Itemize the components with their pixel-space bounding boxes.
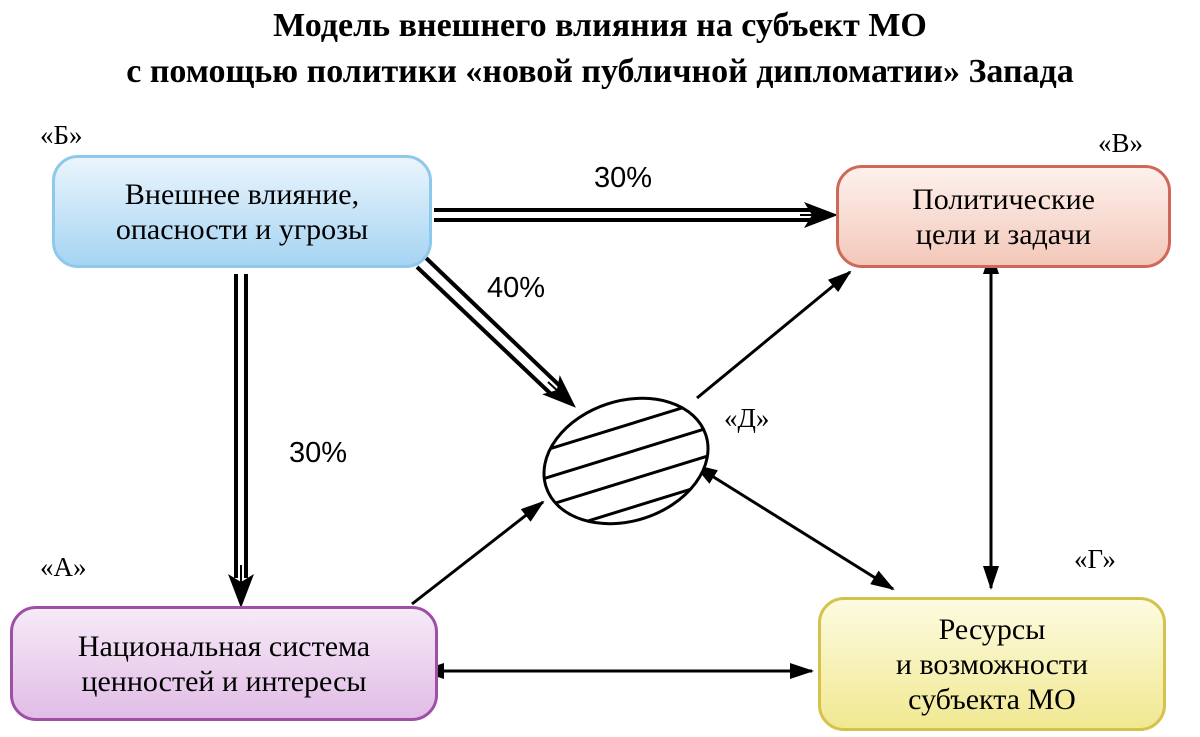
node-a-national-values: Национальная система ценностей и интерес… (10, 606, 438, 721)
node-v-text-line-1: Политические (912, 182, 1095, 216)
node-g-resources: Ресурсы и возможности субъекта МО (818, 597, 1166, 731)
label-d: «Д» (724, 403, 770, 433)
arrow-b-to-d (415, 256, 576, 408)
node-b-external-influence: Внешнее влияние, опасности и угрозы (52, 155, 432, 268)
edge-label-b-to-d: 40% (487, 272, 546, 304)
node-g-text-line-3: субъекта МО (908, 682, 1076, 716)
label-a: «А» (40, 552, 87, 582)
arrow-b-to-a (228, 274, 254, 608)
node-d-hatched-ellipse (527, 377, 725, 545)
diagram-title-line-1: Модель внешнего влияния на субъект МО (273, 7, 927, 44)
arrow-d-to-v (696, 270, 852, 400)
node-a-text-line-2: ценностей и интересы (81, 664, 367, 698)
node-v-text-line-2: цели и задачи (915, 217, 1092, 251)
label-v: «В» (1098, 128, 1144, 158)
arrow-a-to-d (411, 500, 545, 606)
label-g: «Г» (1074, 544, 1116, 574)
node-b-text-line-2: опасности и угрозы (115, 212, 369, 246)
label-b: «Б» (40, 120, 83, 150)
arrow-d-g-bidirectional (693, 464, 895, 591)
node-v-political-goals: Политические цели и задачи (836, 165, 1171, 268)
node-b-text-line-1: Внешнее влияние, (124, 177, 360, 211)
diagram-title-line-2: с помощью политики «новой публичной дипл… (126, 53, 1074, 90)
edge-label-b-to-a: 30% (289, 437, 348, 469)
arrow-b-to-v (434, 202, 838, 228)
edge-label-b-to-v: 30% (594, 162, 653, 194)
node-g-text-line-2: и возможности (895, 647, 1089, 681)
node-a-text-line-1: Национальная система (77, 629, 371, 663)
node-g-text-line-1: Ресурсы (938, 612, 1046, 646)
